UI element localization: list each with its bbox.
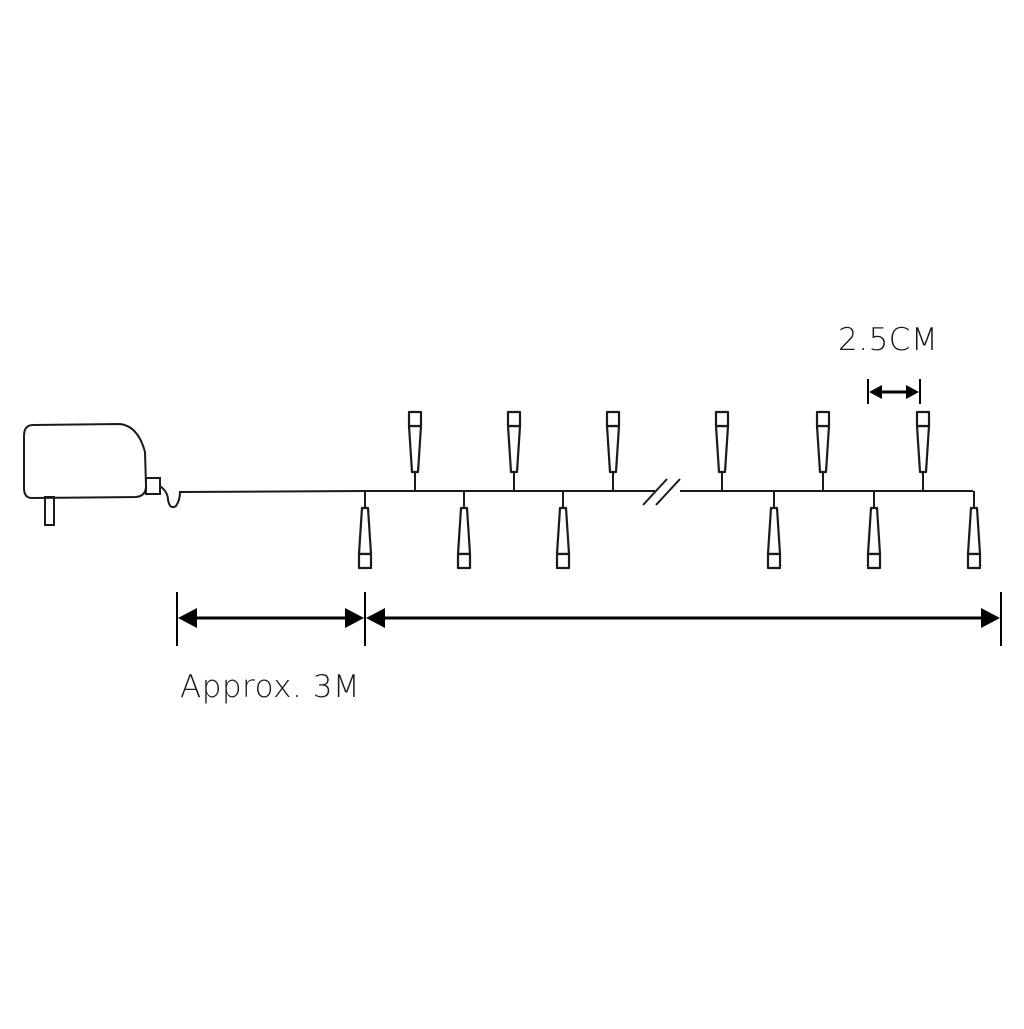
light-bulb-down	[766, 491, 782, 570]
bulb-cap	[357, 552, 373, 570]
bulb-body	[605, 424, 621, 474]
adapter-plug-pin	[44, 496, 55, 526]
arrow-left-icon	[178, 608, 197, 628]
bulb-body	[357, 506, 373, 556]
string-length-dimension	[366, 592, 1002, 646]
bulb-body	[555, 506, 571, 556]
bulb-body	[866, 506, 882, 556]
arrow-right-icon	[345, 608, 364, 628]
bulb-cap	[915, 410, 931, 428]
light-bulb-down	[357, 491, 373, 570]
bulb-cap	[456, 552, 472, 570]
light-bulb-up	[407, 410, 423, 491]
light-bulb-down	[966, 491, 982, 570]
light-bulb-up	[605, 410, 621, 491]
bulb-body	[915, 424, 931, 474]
bulb-cap	[766, 552, 782, 570]
bulb-spacing-dimension	[867, 379, 921, 404]
bulb-spacing-label: 2.5CM	[838, 322, 939, 358]
light-bulb-down	[866, 491, 882, 570]
wire-break-mark	[642, 478, 681, 506]
light-bulb-up	[915, 410, 931, 491]
bulbs-lower-row	[357, 491, 982, 570]
bulb-cap	[407, 410, 423, 428]
light-bulb-up	[815, 410, 831, 491]
power-adapter	[23, 422, 161, 526]
bulb-body	[815, 424, 831, 474]
arrow-left-icon	[366, 608, 385, 628]
arrow-right-icon	[981, 608, 1000, 628]
bulb-cap	[966, 552, 982, 570]
bulb-cap	[714, 410, 730, 428]
bulb-body	[714, 424, 730, 474]
bulb-body	[966, 506, 982, 556]
bulb-body	[766, 506, 782, 556]
bulb-body	[456, 506, 472, 556]
lead-cable	[159, 485, 365, 509]
bulb-cap	[605, 410, 621, 428]
arrow-left-icon	[869, 385, 882, 399]
lead-length-label: Approx. 3M	[180, 669, 361, 705]
light-bulb-up	[506, 410, 522, 491]
bulb-cap	[866, 552, 882, 570]
bulb-body	[506, 424, 522, 474]
light-bulb-down	[456, 491, 472, 570]
arrow-right-icon	[906, 385, 919, 399]
bulb-body	[407, 424, 423, 474]
bulbs-upper-row	[407, 410, 931, 491]
bulb-cap	[815, 410, 831, 428]
bulb-cap	[506, 410, 522, 428]
adapter-cable-connector	[145, 477, 161, 495]
lead-length-dimension	[176, 592, 366, 646]
light-bulb-up	[714, 410, 730, 491]
bulb-cap	[555, 552, 571, 570]
light-bulb-down	[555, 491, 571, 570]
